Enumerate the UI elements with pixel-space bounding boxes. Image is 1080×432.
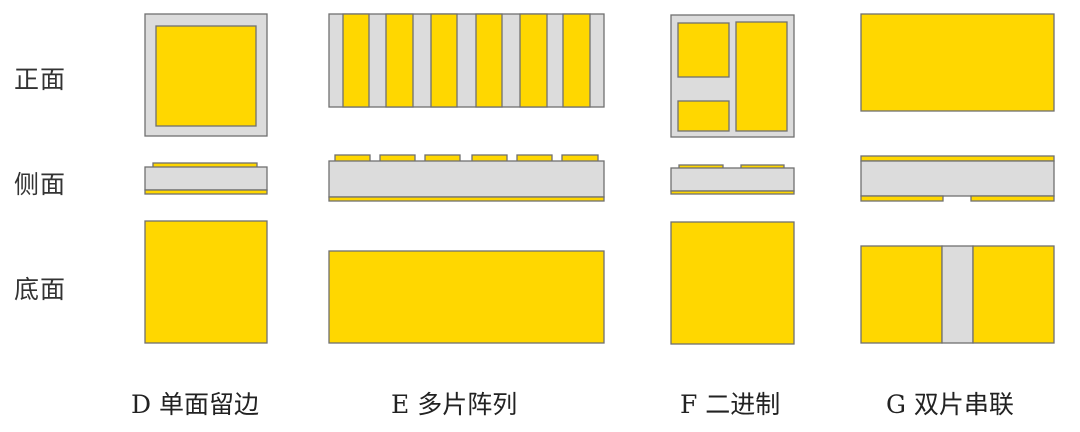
e-bottom-view <box>328 250 605 344</box>
caption-d: D 单面留边 <box>131 390 259 419</box>
d-front-view <box>144 13 268 137</box>
column-g <box>860 13 1055 344</box>
caption-e: E 多片阵列 <box>391 390 518 419</box>
e-front-view <box>328 13 605 108</box>
e-side-view <box>328 154 605 202</box>
caption-f: F 二进制 <box>680 390 781 419</box>
column-f <box>670 14 795 345</box>
f-side-view <box>670 164 795 195</box>
caption-g: G 双片串联 <box>886 390 1014 419</box>
column-d <box>144 13 268 344</box>
row-label-front: 正面 <box>14 65 67 94</box>
row-label-side: 侧面 <box>14 170 67 199</box>
d-bottom-view <box>144 220 268 344</box>
g-bottom-view <box>860 245 1055 344</box>
column-e <box>328 13 605 344</box>
g-side-view <box>860 155 1055 202</box>
g-front-view <box>860 13 1055 112</box>
d-side-view <box>144 162 268 195</box>
row-label-bottom: 底面 <box>14 275 67 304</box>
f-front-view <box>670 14 795 138</box>
f-bottom-view <box>670 221 795 345</box>
